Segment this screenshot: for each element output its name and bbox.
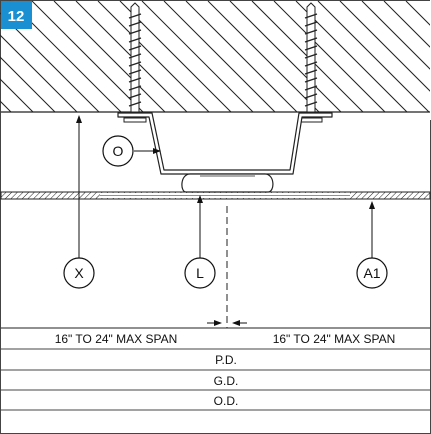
- callout-a1-circle: [356, 257, 388, 289]
- callout-l-circle: [184, 257, 216, 289]
- span-left-label: 16" TO 24" MAX SPAN: [55, 332, 178, 346]
- row-pd-label: P.D.: [215, 353, 237, 367]
- row-od-label: O.D.: [214, 394, 239, 408]
- structure-hatch: [0, 0, 431, 120]
- callout-x-label: X: [74, 265, 84, 281]
- callout-o-circle: [102, 135, 134, 167]
- figure-number-badge: [1, 1, 32, 29]
- isolation-pad: [181, 173, 274, 193]
- ceiling-board: [0, 191, 431, 200]
- callout-o-label: O: [113, 143, 124, 159]
- hat-channel: [117, 112, 333, 175]
- callout-x-circle: [63, 257, 95, 289]
- span-right-label: 16" TO 24" MAX SPAN: [273, 332, 396, 346]
- callout-a1-label: A1: [363, 265, 380, 281]
- span-table: [1, 348, 430, 411]
- callout-l-label: L: [196, 265, 204, 281]
- figure-number: 12: [8, 8, 25, 25]
- row-gd-label: G.D.: [214, 374, 239, 388]
